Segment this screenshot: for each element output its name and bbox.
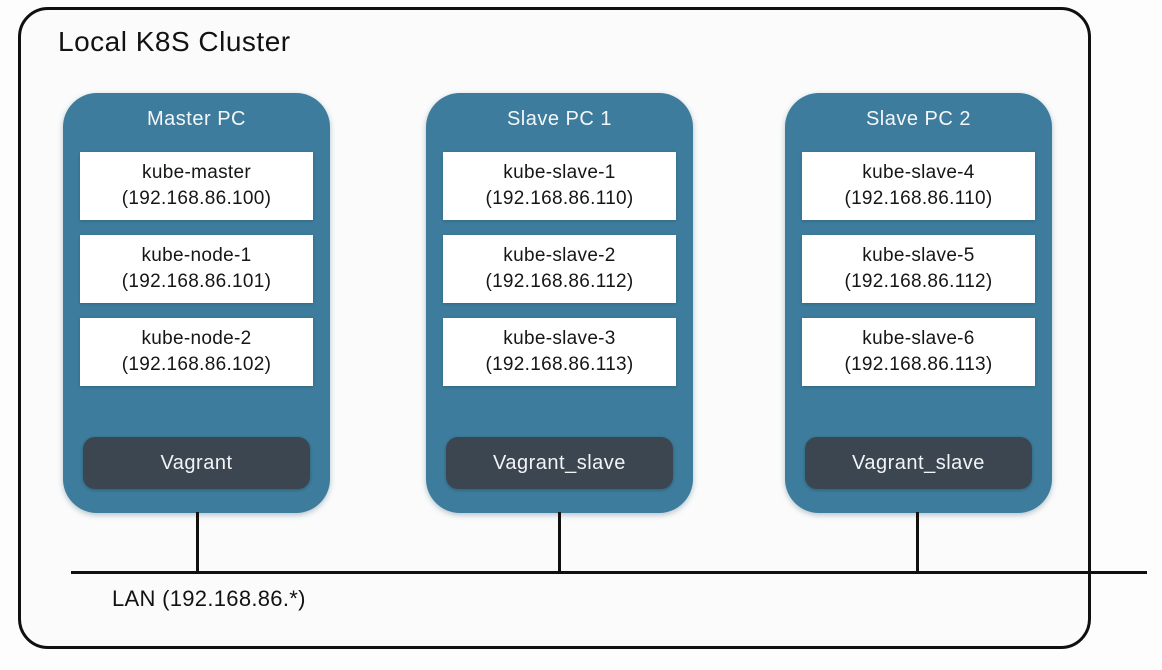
vagrant-button: Vagrant	[83, 437, 310, 489]
node-hostname: kube-slave-2	[503, 245, 616, 266]
node-ip: (192.168.86.110)	[485, 188, 634, 209]
node-box: kube-slave-5 (192.168.86.112)	[802, 235, 1035, 303]
node-hostname: kube-slave-6	[862, 328, 975, 349]
machine-title: Slave PC 2	[865, 108, 972, 130]
machine-card-master: Master PC kube-master (192.168.86.100) k…	[63, 93, 330, 513]
cluster-title: Local K8S Cluster	[58, 26, 291, 57]
connector-line-slave-2	[916, 512, 919, 574]
node-hostname: kube-slave-5	[862, 245, 975, 266]
node-ip: (192.168.86.100)	[121, 188, 272, 209]
vagrant-button: Vagrant_slave	[446, 437, 673, 489]
vagrant-button: Vagrant_slave	[805, 437, 1032, 489]
node-hostname: kube-master	[142, 162, 251, 183]
node-hostname: kube-slave-3	[503, 328, 616, 349]
node-ip: (192.168.86.112)	[844, 271, 993, 292]
node-ip: (192.168.86.112)	[485, 271, 634, 292]
node-hostname: kube-node-1	[141, 245, 252, 266]
node-box: kube-node-1 (192.168.86.101)	[80, 235, 313, 303]
node-box: kube-node-2 (192.168.86.102)	[80, 318, 313, 386]
node-box: kube-slave-1 (192.168.86.110)	[443, 152, 676, 220]
node-box: kube-slave-3 (192.168.86.113)	[443, 318, 676, 386]
node-ip: (192.168.86.113)	[844, 354, 993, 375]
node-box: kube-slave-2 (192.168.86.112)	[443, 235, 676, 303]
machine-card-slave-1: Slave PC 1 kube-slave-1 (192.168.86.110)…	[426, 93, 693, 513]
node-hostname: kube-slave-1	[503, 162, 616, 183]
node-box: kube-slave-6 (192.168.86.113)	[802, 318, 1035, 386]
connector-line-slave-1	[558, 512, 561, 574]
node-ip: (192.168.86.102)	[121, 354, 272, 375]
node-box: kube-slave-4 (192.168.86.110)	[802, 152, 1035, 220]
node-box: kube-master (192.168.86.100)	[80, 152, 313, 220]
node-hostname: kube-node-2	[141, 328, 252, 349]
machine-card-slave-2: Slave PC 2 kube-slave-4 (192.168.86.110)…	[785, 93, 1052, 513]
node-ip: (192.168.86.101)	[121, 271, 272, 292]
machine-title: Slave PC 1	[506, 108, 613, 130]
machine-title: Master PC	[147, 108, 246, 130]
connector-line-master	[196, 512, 199, 574]
node-hostname: kube-slave-4	[862, 162, 975, 183]
lan-label: LAN (192.168.86.*)	[112, 586, 306, 611]
lan-bus-line	[71, 571, 1147, 574]
node-ip: (192.168.86.113)	[485, 354, 634, 375]
node-ip: (192.168.86.110)	[844, 188, 993, 209]
